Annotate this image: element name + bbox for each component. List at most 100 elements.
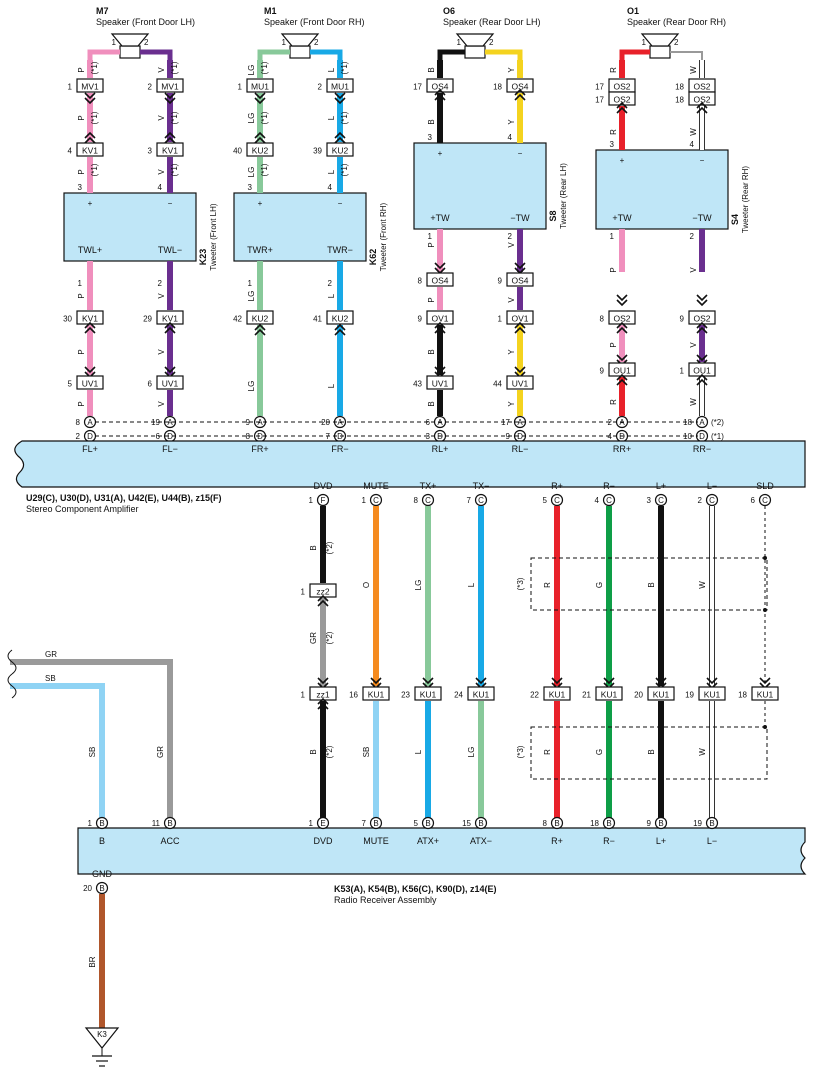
shield-note: (*3) [516, 577, 525, 590]
connector-arrow-icon [164, 92, 176, 105]
connector-name: OS2 [613, 95, 630, 105]
connector-name: OS4 [511, 82, 528, 92]
amp-terminal-letter: C [425, 496, 431, 505]
chevron-icon [164, 321, 176, 329]
amp-terminal-label: FL− [162, 444, 178, 454]
connector-box [426, 375, 454, 390]
amp-terminal [550, 493, 564, 507]
chevron-icon [434, 93, 446, 101]
wire-color-label: V [689, 267, 698, 273]
tweeter-name: Tweeter (Front LH) [209, 203, 218, 270]
terminal-letter: A [167, 418, 173, 427]
wire-color-label: BR [88, 956, 97, 967]
speaker-icon [464, 45, 486, 59]
chevron-icon [616, 106, 628, 114]
tweeter-pin: 4 [328, 183, 333, 192]
ground-id: K3 [97, 1030, 107, 1039]
chevron-icon [434, 88, 446, 96]
connector-name: KU1 [757, 690, 774, 700]
connector-arrow-icon [616, 101, 628, 114]
chevron-icon [164, 97, 176, 105]
connector-name: KU2 [332, 146, 349, 156]
wire-color-label: Y [507, 401, 516, 407]
wire-color-label: W [689, 128, 698, 136]
wire-color-label: G [595, 749, 604, 755]
wire-break-icon [7, 649, 17, 675]
wire-color-label: SB [88, 747, 97, 758]
chevron-icon [317, 702, 329, 710]
connector-name: KV1 [162, 314, 178, 324]
speaker-cone-icon [110, 33, 150, 47]
wire-color-label: W [698, 748, 707, 756]
connector-name: MU1 [251, 82, 269, 92]
radio-terminal-letter: B [554, 819, 559, 828]
amp-pin: 6 [426, 418, 431, 427]
amp-terminal-label: RR+ [613, 444, 631, 454]
connector-name: OS2 [693, 82, 710, 92]
wire-color-label: W [689, 398, 698, 406]
amp-pin: 3 [426, 432, 431, 441]
wire-note: (*2) [325, 541, 334, 554]
connector-box [467, 686, 495, 701]
amp-pin: 4 [595, 496, 600, 505]
chevron-icon [84, 131, 96, 139]
wire-note: (*2) [711, 418, 724, 427]
tweeter-plus: + [620, 156, 625, 165]
radio-terminal-letter: B [373, 819, 378, 828]
speaker-lead [437, 49, 465, 60]
wire-color-label: R [543, 749, 552, 755]
wire-note: (*1) [340, 111, 349, 124]
radio-terminal [369, 816, 383, 830]
connector-name: UV1 [162, 379, 179, 389]
radio-name: Radio Receiver Assembly [334, 895, 437, 905]
junction-dot [763, 608, 767, 612]
speaker-pin: 1 [457, 38, 462, 47]
radio-pin: 19 [693, 819, 702, 828]
radio-pin: 1 [88, 819, 93, 828]
wire-color-label: G [595, 582, 604, 588]
chevron-icon [696, 354, 708, 362]
wire-color-label: Y [507, 119, 516, 125]
shield-outline [530, 557, 768, 611]
tweeter-id: K23 [198, 249, 208, 266]
tweeter-minus: − [518, 149, 523, 158]
wire-color-label: P [77, 293, 86, 298]
chevron-icon [696, 373, 708, 381]
radio-gnd-terminal-letter: B [99, 884, 104, 893]
connector-box [76, 142, 104, 157]
chevron-icon [696, 294, 708, 302]
connector-arrow-icon [84, 321, 96, 334]
chevron-icon [334, 136, 346, 144]
radio-terminal [163, 816, 177, 830]
amp-terminal-label: FR+ [251, 444, 268, 454]
wire-color-label: P [77, 169, 86, 174]
amp-pin: 10 [683, 432, 692, 441]
tweeter-plus: + [258, 199, 263, 208]
amp-bottom-label: SLD [756, 481, 774, 491]
connector-pin: 17 [413, 83, 422, 92]
wire-color-label: L [327, 115, 336, 120]
speaker-lead [87, 49, 120, 60]
connector-box [506, 78, 534, 93]
connector-pin: 40 [233, 147, 242, 156]
connector-name: KU1 [704, 690, 721, 700]
amp-terminal-label: FL+ [82, 444, 98, 454]
wire-color-label: P [77, 349, 86, 354]
radio-terminal-label: R− [603, 836, 615, 846]
connector-arrow-icon [696, 101, 708, 114]
terminal-letter: D [517, 432, 523, 441]
wire-color-label: GR [309, 632, 318, 644]
chevron-icon [84, 97, 96, 105]
tweeter-id: S8 [548, 210, 558, 221]
connector-box [426, 272, 454, 287]
radio-panel [77, 827, 807, 875]
connector-arrow-icon [164, 131, 176, 144]
chevron-icon [370, 677, 382, 685]
tweeter-out-plus: TWR+ [247, 245, 273, 255]
wire-color-label: V [157, 115, 166, 121]
radio-gnd-label: GND [92, 869, 113, 879]
amp-pin: 3 [647, 496, 652, 505]
connector-box [751, 686, 779, 701]
connector-pin: 1 [68, 83, 73, 92]
connector-pin: 1 [238, 83, 243, 92]
